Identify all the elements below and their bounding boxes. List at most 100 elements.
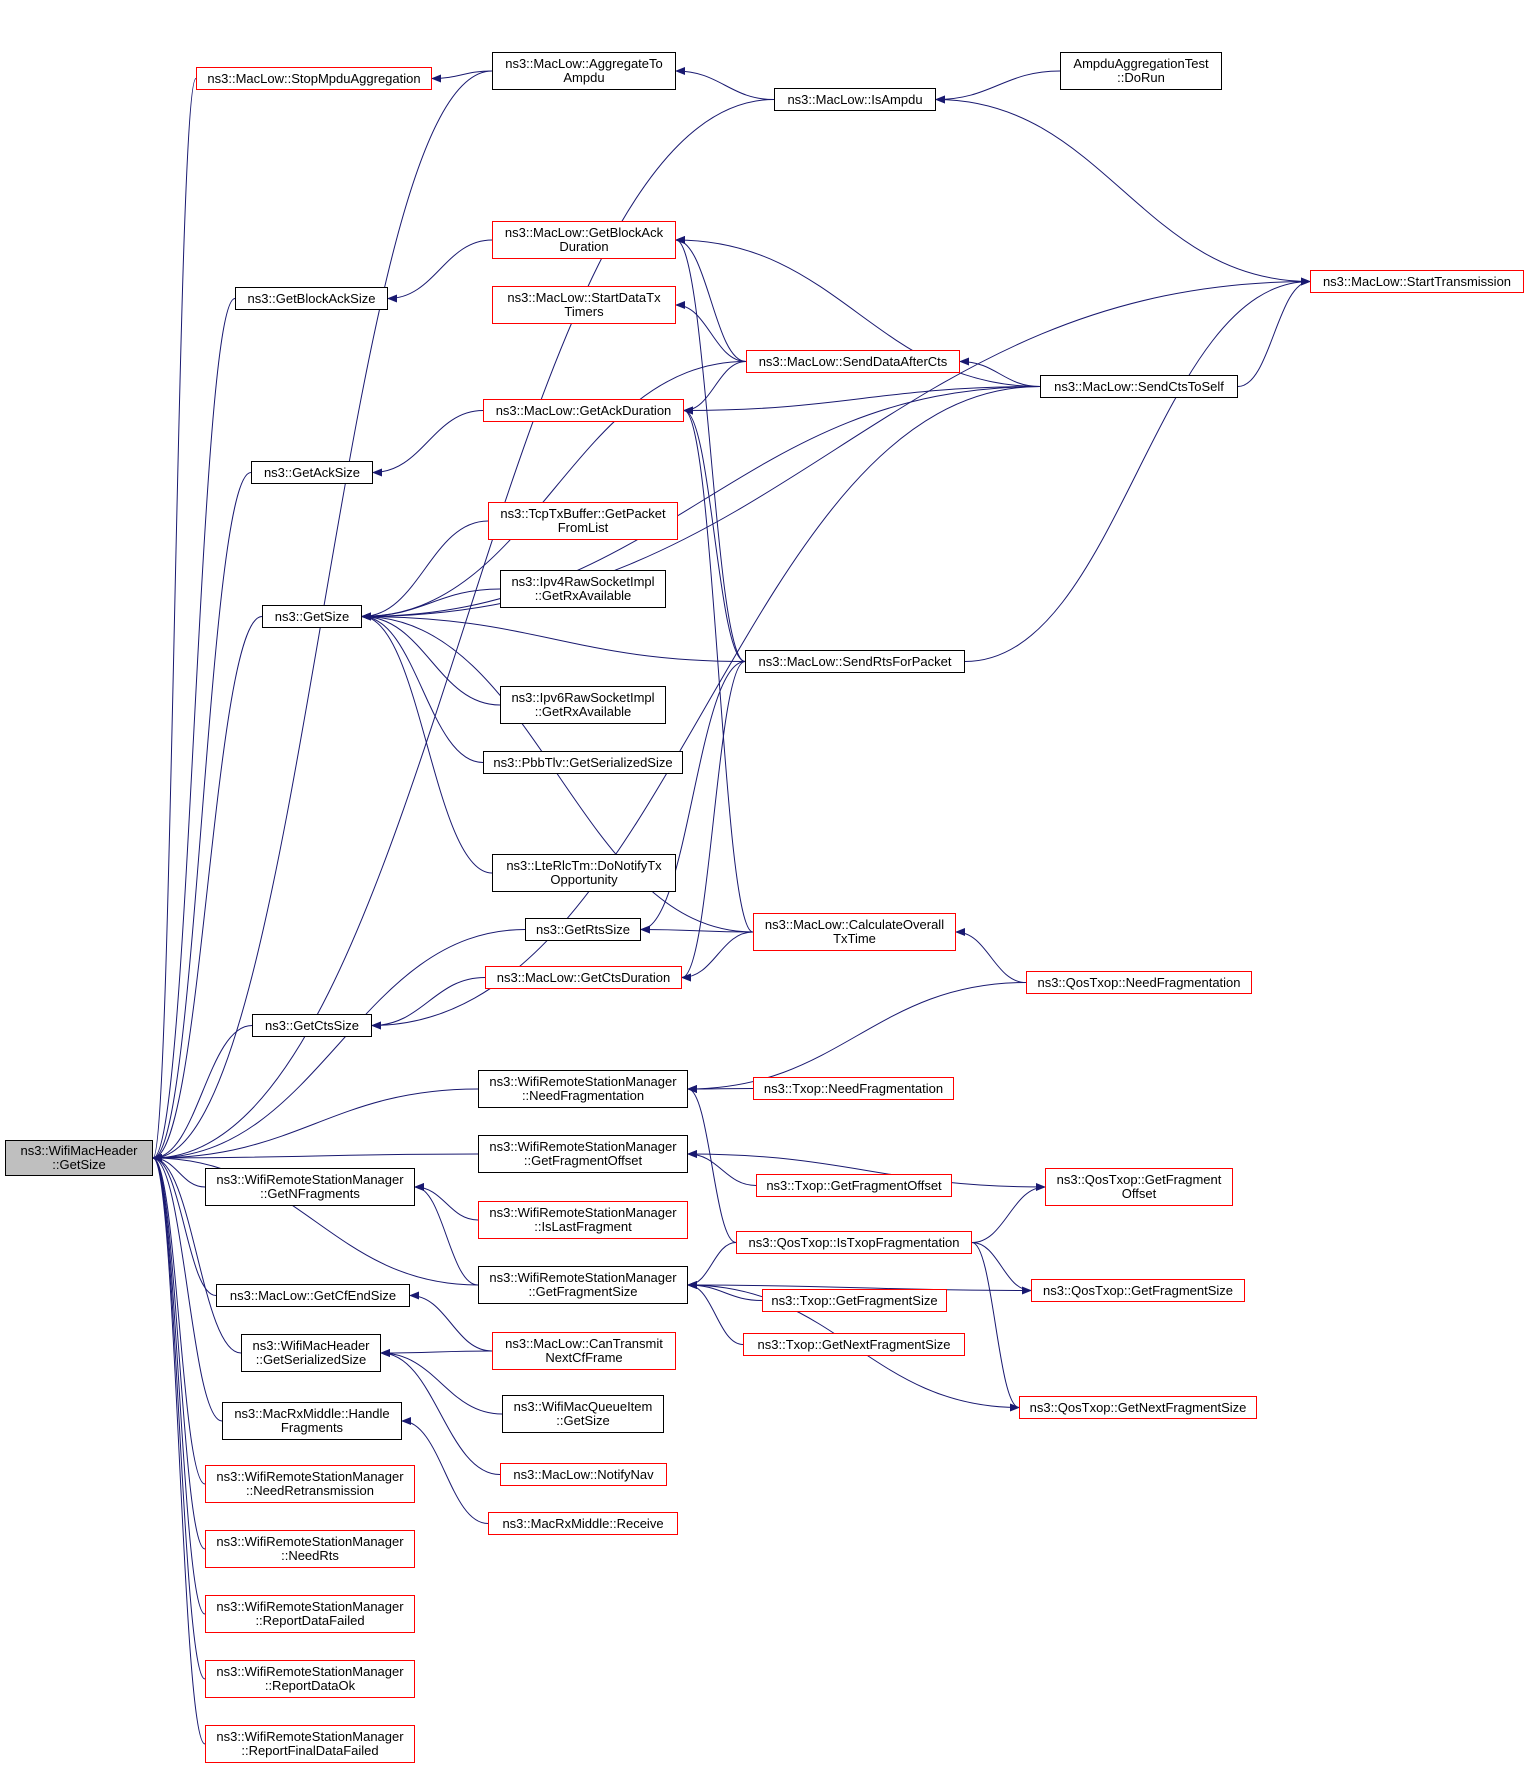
node-label-line: ns3::WifiRemoteStationManager [489, 1205, 677, 1220]
graph-node-ipv4raw[interactable]: ns3::Ipv4RawSocketImpl::GetRxAvailable [500, 570, 666, 608]
node-label-line: ns3::QosTxop::GetFragmentSize [1042, 1282, 1234, 1298]
call-edge-txopneedfrag-to-wrsmneedfrag [687, 1084, 754, 1093]
call-edge-ampdutest-to-isampdu [935, 70, 1061, 104]
graph-node-wrsmfragoffset[interactable]: ns3::WifiRemoteStationManager::GetFragme… [478, 1135, 688, 1173]
graph-node-txopnextfragsize[interactable]: ns3::Txop::GetNextFragmentSize [743, 1333, 965, 1356]
node-label-line: ns3::WifiRemoteStationManager [216, 1729, 404, 1744]
call-edge-qosistxopfrag-to-wrsmneedfrag [687, 1085, 737, 1243]
node-label-line: ns3::MacLow::CalculateOverall [764, 917, 945, 932]
graph-node-wrsmreportok[interactable]: ns3::WifiRemoteStationManager::ReportDat… [205, 1660, 415, 1698]
graph-node-getsize[interactable]: ns3::GetSize [262, 605, 362, 628]
graph-node-qosfragsize[interactable]: ns3::QosTxop::GetFragmentSize [1031, 1279, 1245, 1302]
call-edge-wrsmneedretx-to-root [152, 1154, 206, 1485]
call-edge-wrsmislastfrag-to-wrsmgetnfrag [414, 1183, 479, 1221]
graph-node-macrxreceive[interactable]: ns3::MacRxMiddle::Receive [488, 1512, 678, 1535]
node-label-line: ns3::GetSize [274, 608, 350, 624]
graph-node-wrsmneedrts[interactable]: ns3::WifiRemoteStationManager::NeedRts [205, 1530, 415, 1568]
graph-node-wmqueueitem[interactable]: ns3::WifiMacQueueItem::GetSize [502, 1395, 664, 1433]
call-edge-qosistxopfrag-to-qosnextfragsize [971, 1242, 1020, 1412]
graph-node-pbbtlv[interactable]: ns3::PbbTlv::GetSerializedSize [483, 751, 683, 774]
graph-node-wrsmfragsize[interactable]: ns3::WifiRemoteStationManager::GetFragme… [478, 1266, 688, 1304]
call-edge-isampdu-to-aggrampdu [675, 67, 775, 100]
graph-node-txopneedfrag[interactable]: ns3::Txop::NeedFragmentation [753, 1077, 954, 1100]
graph-node-getctssize[interactable]: ns3::GetCtsSize [252, 1014, 372, 1037]
graph-node-senddataaftercts[interactable]: ns3::MacLow::SendDataAfterCts [746, 350, 960, 373]
node-label-line: ns3::MacLow::GetCfEndSize [229, 1287, 397, 1303]
node-label-line: ns3::WifiMacHeader [20, 1143, 138, 1158]
node-label-line: ns3::QosTxop::GetNextFragmentSize [1029, 1399, 1247, 1415]
call-edge-getbaduration-to-getbasize [387, 239, 493, 303]
node-label-line: TxTime [833, 931, 876, 946]
node-label-line: ns3::GetBlockAckSize [247, 290, 376, 306]
call-edge-sendrtsforpacket-to-getctsduration [681, 661, 746, 982]
call-edge-getackduration-to-getacksize [372, 410, 484, 477]
call-edge-qosistxopfrag-to-qosfragoffset [971, 1183, 1046, 1243]
graph-node-wrsmreportfinal[interactable]: ns3::WifiRemoteStationManager::ReportFin… [205, 1725, 415, 1763]
call-edge-senddataaftercts-to-getbaduration [675, 236, 747, 362]
graph-node-qosistxopfrag[interactable]: ns3::QosTxop::IsTxopFragmentation [736, 1231, 972, 1254]
graph-node-getctsduration[interactable]: ns3::MacLow::GetCtsDuration [485, 966, 682, 989]
graph-node-isampdu[interactable]: ns3::MacLow::IsAmpdu [774, 88, 936, 111]
graph-node-sendrtsforpacket[interactable]: ns3::MacLow::SendRtsForPacket [745, 650, 965, 673]
graph-node-wrsmneedretx[interactable]: ns3::WifiRemoteStationManager::NeedRetra… [205, 1465, 415, 1503]
graph-node-qosneedfrag[interactable]: ns3::QosTxop::NeedFragmentation [1026, 971, 1252, 994]
call-edge-wrsmreportfailed-to-root [152, 1154, 206, 1615]
graph-node-wrsmreportfailed[interactable]: ns3::WifiRemoteStationManager::ReportDat… [205, 1595, 415, 1633]
graph-node-getrtssize[interactable]: ns3::GetRtsSize [525, 918, 641, 941]
call-edge-sendrtsforpacket-to-getrtssize [640, 661, 746, 934]
node-label-line: ::GetFragmentSize [528, 1284, 638, 1299]
graph-node-getackduration[interactable]: ns3::MacLow::GetAckDuration [483, 399, 684, 422]
graph-node-getacksize[interactable]: ns3::GetAckSize [251, 461, 373, 484]
node-label-line: ns3::TcpTxBuffer::GetPacket [500, 506, 666, 521]
call-edge-wrsmfragoffset-to-root [152, 1153, 479, 1162]
graph-node-stopmpdu[interactable]: ns3::MacLow::StopMpduAggregation [196, 67, 432, 90]
node-label-line: ns3::MacRxMiddle::Receive [502, 1515, 664, 1531]
node-label-line: Duration [559, 239, 609, 254]
graph-node-qosnextfragsize[interactable]: ns3::QosTxop::GetNextFragmentSize [1019, 1396, 1257, 1419]
graph-node-getcfendsize[interactable]: ns3::MacLow::GetCfEndSize [216, 1284, 410, 1307]
graph-node-txopfragoffset[interactable]: ns3::Txop::GetFragmentOffset [756, 1174, 952, 1197]
node-label-line: ns3::MacLow::SendRtsForPacket [758, 653, 952, 669]
graph-node-root[interactable]: ns3::WifiMacHeader::GetSize [5, 1140, 153, 1176]
call-edge-qosfragoffset-to-wrsmfragoffset [687, 1150, 1046, 1188]
graph-node-notifynav[interactable]: ns3::MacLow::NotifyNav [500, 1463, 667, 1486]
node-label-line: ns3::MacLow::IsAmpdu [787, 91, 923, 107]
call-edge-cantransmitcf-to-getcfendsize [409, 1291, 493, 1352]
node-label-line: ns3::MacLow::SendDataAfterCts [758, 353, 948, 369]
node-label-line: ::NeedRetransmission [246, 1483, 374, 1498]
node-label-line: ::GetNFragments [260, 1186, 360, 1201]
node-label-line: ns3::Ipv6RawSocketImpl [511, 690, 655, 705]
graph-node-txopfragsize[interactable]: ns3::Txop::GetFragmentSize [762, 1289, 947, 1312]
graph-node-ampdutest[interactable]: AmpduAggregationTest::DoRun [1060, 52, 1222, 90]
graph-node-ipv6raw[interactable]: ns3::Ipv6RawSocketImpl::GetRxAvailable [500, 686, 666, 724]
graph-node-sendctstoself[interactable]: ns3::MacLow::SendCtsToSelf [1040, 375, 1238, 398]
graph-node-starttx[interactable]: ns3::MacLow::StartTransmission [1310, 270, 1524, 293]
node-label-line: ::GetRxAvailable [534, 588, 632, 603]
graph-node-wrsmislastfrag[interactable]: ns3::WifiRemoteStationManager::IsLastFra… [478, 1201, 688, 1239]
call-edge-txopfragoffset-to-wrsmfragoffset [687, 1150, 757, 1186]
node-label-line: ::IsLastFragment [534, 1219, 632, 1234]
node-label-line: Offset [1121, 1186, 1157, 1201]
graph-node-getbasize[interactable]: ns3::GetBlockAckSize [235, 287, 388, 310]
node-label-line: ns3::MacRxMiddle::Handle [234, 1406, 390, 1421]
call-edge-wrsmreportfinal-to-root [152, 1154, 206, 1745]
graph-node-wmhserialized[interactable]: ns3::WifiMacHeader::GetSerializedSize [241, 1334, 381, 1372]
node-label-line: ns3::LteRlcTm::DoNotifyTx [506, 858, 662, 873]
graph-node-wrsmgetnfrag[interactable]: ns3::WifiRemoteStationManager::GetNFragm… [205, 1168, 415, 1206]
call-edge-calcoverall-to-getctsduration [681, 931, 754, 982]
node-label-line: ns3::QosTxop::IsTxopFragmentation [748, 1234, 960, 1250]
call-edge-sendrtsforpacket-to-starttx [964, 277, 1311, 662]
graph-node-wrsmneedfrag[interactable]: ns3::WifiRemoteStationManager::NeedFragm… [478, 1070, 688, 1108]
call-edge-cantransmitcf-to-wmhserialized [380, 1348, 493, 1357]
node-label-line: ns3::Txop::GetFragmentSize [771, 1292, 938, 1308]
